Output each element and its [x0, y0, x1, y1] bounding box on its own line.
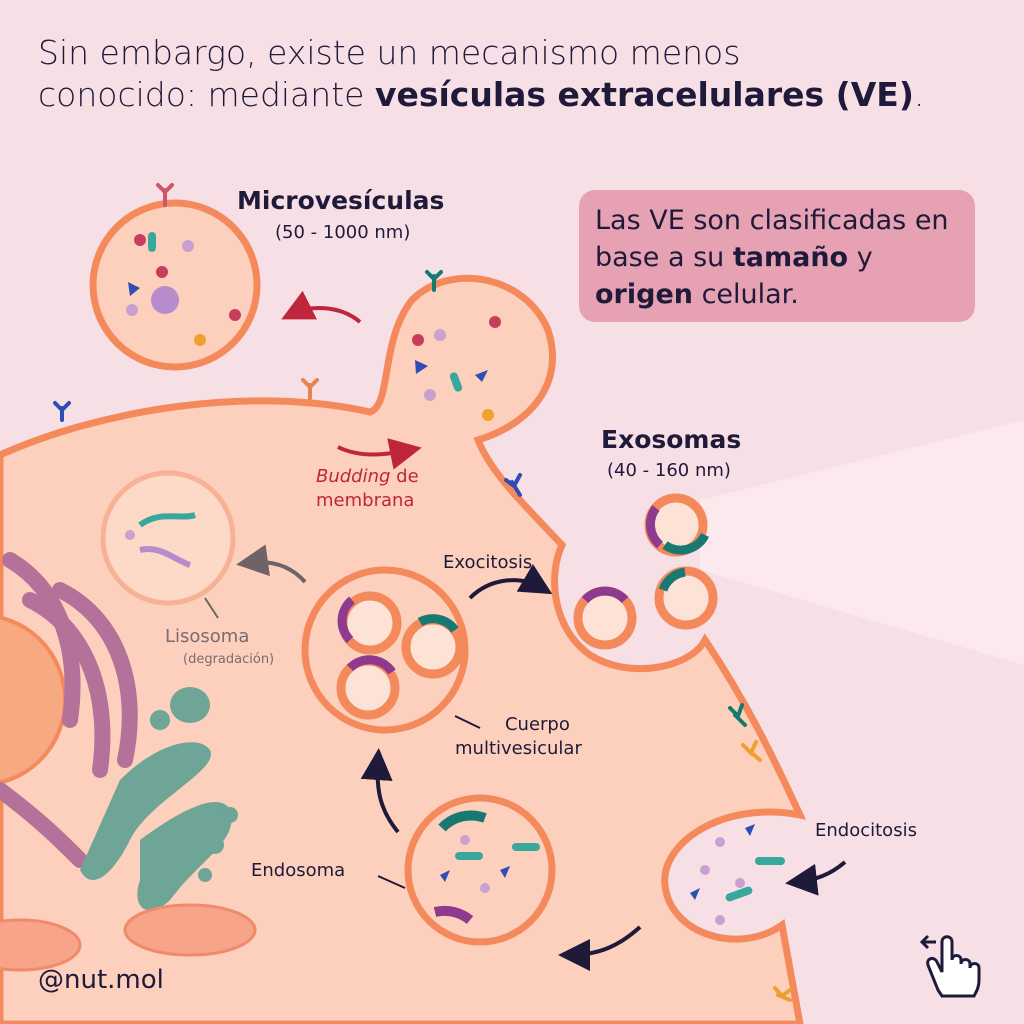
budding-line2: membrana [316, 490, 415, 511]
arrow-budding-to-microvesicle [281, 290, 362, 324]
author-handle: @nut.mol [38, 965, 164, 995]
headline-line1: Sin embargo, existe un mecanismo menos [38, 33, 741, 72]
process-arrows [236, 290, 847, 971]
endocytosis-contents [690, 824, 785, 925]
headline-line2-bold: vesículas extracelulares (VE) [374, 75, 914, 114]
golgi [0, 552, 138, 868]
arrow-to-endosome [558, 925, 642, 971]
lysosome [100, 470, 236, 606]
arrow-endocytosis [785, 860, 847, 896]
endosoma-label: Endosoma [251, 860, 346, 881]
endosome [404, 794, 556, 946]
arrow-to-lysosome [236, 544, 307, 584]
cuerpo-line2: multivesicular [455, 738, 582, 759]
budding-rest: de [390, 466, 419, 487]
pointer-lines [204, 597, 481, 889]
membrane-receptors [53, 183, 792, 1002]
multivesicular-body [301, 566, 469, 734]
infobox-bold-size: tamaño [732, 242, 849, 273]
infobox-text: Las VE son clasificadas en base a su [595, 205, 949, 273]
cuerpo-multivesicular-label: Cuerpo multivesicular [455, 713, 582, 761]
infobox-text: celular. [692, 279, 799, 310]
budding-italic: Budding [316, 466, 391, 487]
arrow-budding [337, 438, 422, 470]
arrow-exocytosis [468, 564, 553, 600]
budding-vesicle-contents [412, 316, 501, 421]
lisosoma-sub: (degradación) [183, 652, 275, 667]
infobox-bold-origin: origen [595, 279, 693, 310]
infobox-text: y [848, 242, 873, 273]
er-green [80, 687, 238, 911]
classification-infobox: Las VE son clasificadas en base a su tam… [579, 190, 975, 322]
exocitosis-label: Exocitosis [443, 552, 533, 573]
endocitosis-label: Endocitosis [815, 820, 917, 841]
headline-line2-suffix: . [913, 75, 925, 114]
exosomas-title: Exosomas [601, 425, 742, 454]
swipe-hand-icon[interactable] [919, 934, 981, 998]
mitochondria [0, 903, 257, 972]
microvesiculas-title: Microvesículas [237, 186, 445, 215]
light-beam [700, 420, 1024, 665]
headline: Sin embargo, existe un mecanismo menos c… [38, 32, 1018, 116]
microvesicle [89, 199, 261, 371]
headline-line2-prefix: conocido: mediante [38, 75, 375, 114]
exosomes-released [573, 493, 718, 650]
budding-label: Budding de membrana [316, 465, 419, 513]
arrow-endosome-to-mvb [360, 748, 400, 834]
microvesiculas-size: (50 - 1000 nm) [275, 222, 411, 243]
lisosoma-label: Lisosoma [165, 626, 250, 647]
exosomas-size: (40 - 160 nm) [607, 460, 731, 481]
cuerpo-line1: Cuerpo [504, 714, 570, 735]
